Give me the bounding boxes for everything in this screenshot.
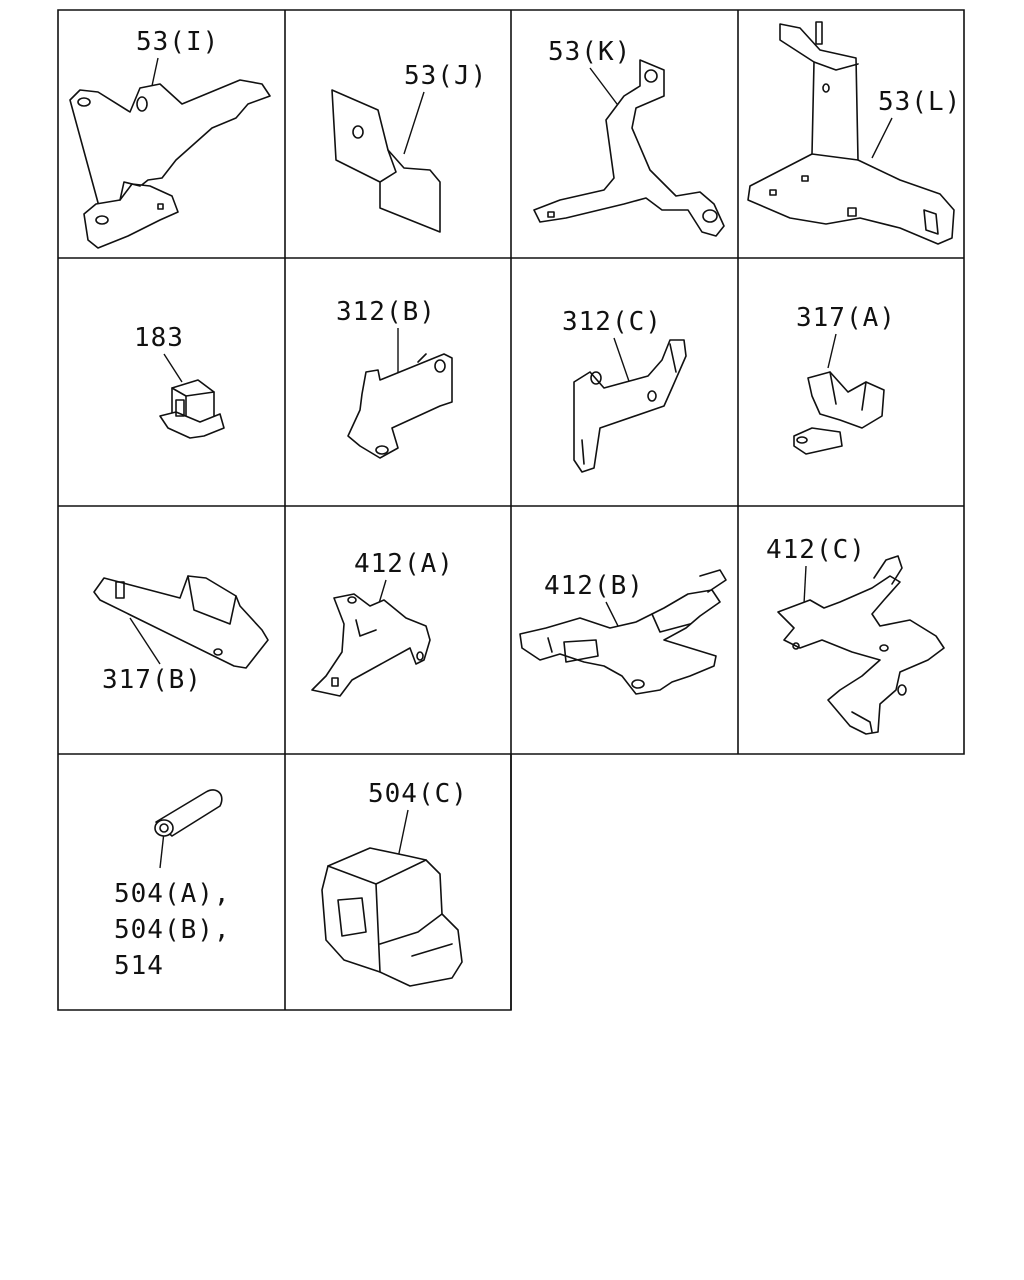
part-514-label: 514 [114, 951, 164, 981]
part-504a[interactable]: 504(A), 504(B), 514 [114, 789, 231, 981]
part-412a[interactable]: 412(A) [311, 549, 454, 697]
part-312c[interactable]: 312(C) [562, 307, 687, 473]
part-53k[interactable]: 53(K) [533, 37, 725, 237]
part-504c-label: 504(C) [368, 779, 468, 809]
part-53i-label: 53(I) [136, 27, 219, 57]
part-317a[interactable]: 317(A) [793, 303, 896, 455]
part-53l[interactable]: 53(L) [747, 21, 961, 245]
part-53i[interactable]: 53(I) [69, 27, 271, 249]
part-317b-label: 317(B) [102, 665, 202, 695]
part-412a-label: 412(A) [354, 549, 454, 579]
part-412b-label: 412(B) [544, 571, 644, 601]
part-183[interactable]: 183 [134, 323, 225, 439]
part-412c[interactable]: 412(C) [766, 535, 945, 735]
part-412b[interactable]: 412(B) [519, 569, 727, 695]
part-312c-label: 312(C) [562, 307, 662, 337]
part-504c[interactable]: 504(C) [321, 779, 468, 987]
part-317a-label: 317(A) [796, 303, 896, 333]
part-53j-label: 53(J) [404, 61, 487, 91]
part-53j[interactable]: 53(J) [331, 61, 487, 233]
part-317b[interactable]: 317(B) [93, 575, 269, 695]
parts-grid [57, 9, 965, 1011]
part-412c-label: 412(C) [766, 535, 866, 565]
part-53k-label: 53(K) [548, 37, 631, 67]
part-504a-label: 504(A), [114, 879, 231, 909]
part-53l-label: 53(L) [878, 87, 961, 117]
part-183-label: 183 [134, 323, 184, 353]
part-312b-label: 312(B) [336, 297, 436, 327]
part-504b-label: 504(B), [114, 915, 231, 945]
part-312b[interactable]: 312(B) [336, 297, 453, 459]
